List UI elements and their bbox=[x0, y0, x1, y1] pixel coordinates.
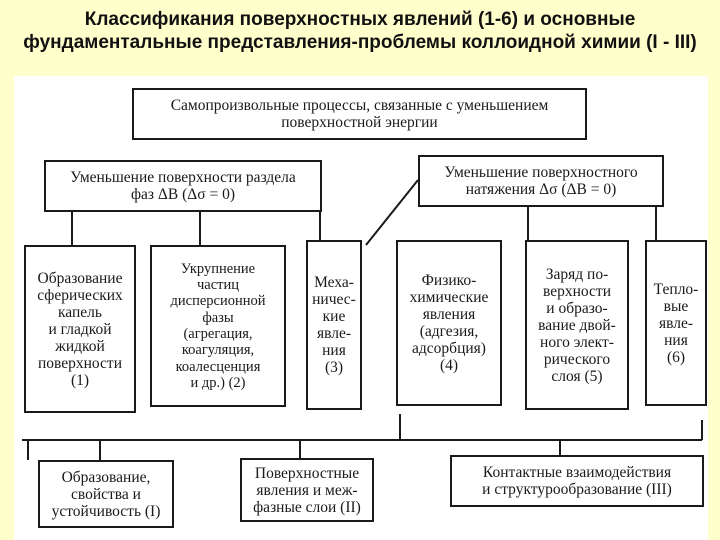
slide-title: Классификания поверхностных явлений (1-6… bbox=[23, 9, 697, 53]
problem-box-III: Контактные взаимодействия и структурообр… bbox=[450, 455, 704, 507]
phenomenon-box-5: Заряд по- верхности и образо- вание двой… bbox=[525, 240, 629, 410]
phenomenon-box-3: Меха- ничес- кие явле- ния (3) bbox=[306, 240, 362, 410]
problem-box-I: Образование, свойства и устойчивость (I) bbox=[38, 460, 174, 528]
root-box: Самопроизвольные процессы, связанные с у… bbox=[132, 88, 587, 140]
phenomenon-box-6: Тепло- вые явле- ния (6) bbox=[645, 240, 707, 406]
phenomenon-box-1: Образование сферических капель и гладкой… bbox=[24, 245, 136, 413]
branch-box-area-reduction: Уменьшение поверхности раздела фаз ΔB (Δ… bbox=[44, 160, 322, 212]
branch-box-tension-reduction: Уменьшение поверхностного натяжения Δσ (… bbox=[418, 155, 664, 207]
phenomenon-box-2: Укрупнение частиц дисперсионной фазы (аг… bbox=[150, 245, 286, 407]
phenomenon-box-4: Физико- химические явления (адгезия, адс… bbox=[396, 240, 502, 406]
problem-box-II: Поверхностные явления и меж- фазные слои… bbox=[240, 458, 374, 522]
